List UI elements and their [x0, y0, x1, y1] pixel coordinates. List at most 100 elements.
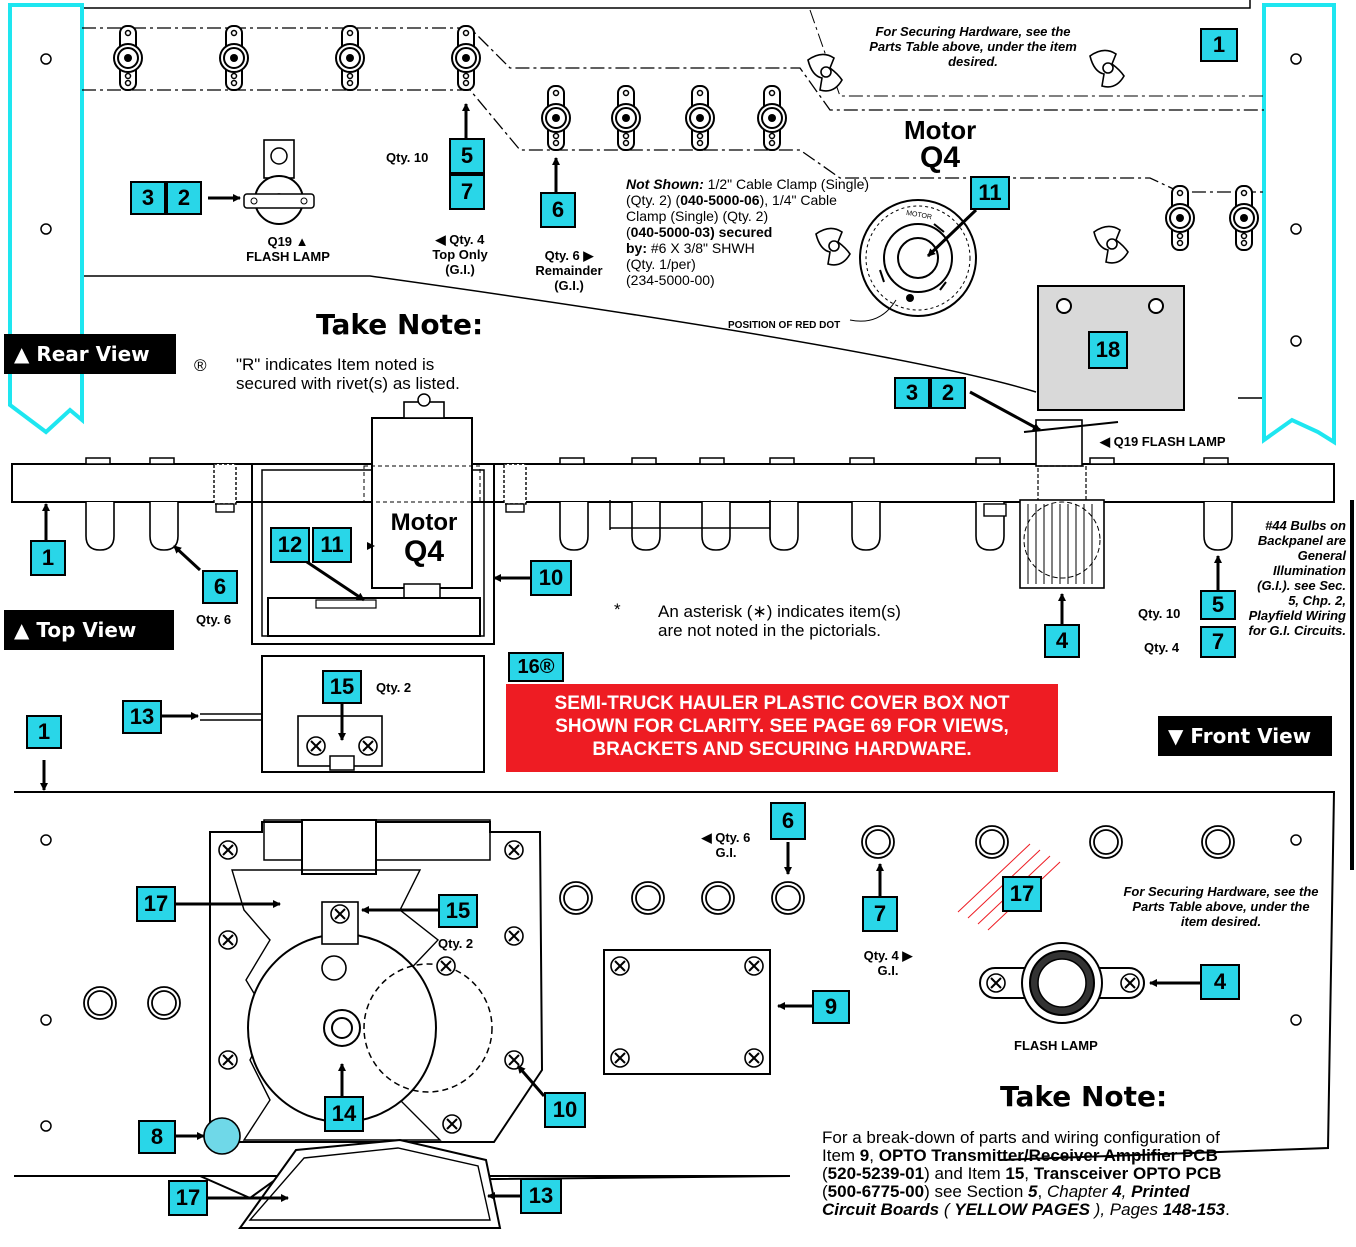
bd-2a: Item — [822, 1146, 860, 1165]
bd-2d: OPTO Transmitter/Receiver Amplifier PCB — [878, 1146, 1218, 1165]
qty6-rear-1: Qty. 6 ▶ — [544, 248, 594, 263]
motor-label-top-1: Motor — [390, 509, 458, 536]
rear-view-panel — [8, 0, 1336, 446]
front-view-label: ▼ Front View — [1158, 716, 1332, 756]
bd-4b: 500-6775-00 — [827, 1182, 925, 1201]
bd-line-2: Item 9, OPTO Transmitter/Receiver Amplif… — [822, 1147, 1342, 1165]
registered-symbol: ® — [194, 356, 207, 375]
q19-rear-label: Q19 ▲ FLASH LAMP — [230, 234, 346, 264]
qty4-front-1: Qty. 4 ▶ — [863, 948, 913, 963]
qty4-rear: ◀ Qty. 4 Top Only (G.I.) — [418, 232, 502, 277]
bulb-icon — [631, 501, 661, 551]
screw-icon — [218, 840, 238, 860]
qty6-top: Qty. 6 — [196, 612, 232, 627]
bd-4c: ) see Section — [924, 1182, 1029, 1201]
bulb-icon — [851, 501, 881, 551]
callout-1: 1 — [26, 715, 62, 749]
bulb-icon — [149, 501, 179, 551]
callout-3: 3 — [894, 377, 930, 409]
red-dot-label: POSITION OF RED DOT — [728, 320, 841, 331]
screw-icon — [610, 1048, 630, 1068]
top-view-panel — [11, 393, 1335, 773]
bd-line-4: (500-6775-00) see Section 5, Chapter 4, … — [822, 1183, 1342, 1201]
bd-5b: ( — [939, 1200, 955, 1219]
bd-4g: 4 — [1112, 1182, 1122, 1201]
socket-icon — [113, 25, 143, 91]
not-shown-5: ), 1/4" Cable — [759, 192, 837, 208]
callout-5: 5 — [449, 138, 485, 174]
bd-4a: ( — [822, 1182, 828, 1201]
qty6-rear: Qty. 6 ▶ Remainder (G.I.) — [524, 248, 614, 293]
bd-5c: YELLOW PAGES — [954, 1200, 1090, 1219]
not-shown-1: Not Shown: — [626, 176, 704, 192]
plastic-hub-icon — [1089, 49, 1125, 88]
screw-icon — [1120, 973, 1140, 993]
bulb-icon — [559, 501, 589, 551]
callout-11: 11 — [312, 527, 352, 563]
callout-18: 18 — [1088, 331, 1128, 369]
breakdown-note: For a break-down of parts and wiring con… — [822, 1129, 1342, 1219]
socket-icon — [685, 85, 715, 151]
callout-8: 8 — [138, 1120, 176, 1154]
not-shown-4: 040-5000-06 — [680, 192, 760, 208]
bd-4i: Printed — [1131, 1182, 1190, 1201]
not-shown-12: (Qty. 1/per) — [626, 256, 696, 272]
callout-13: 13 — [520, 1178, 562, 1214]
callout-2: 2 — [166, 181, 202, 215]
rear-view-label: ▲ Rear View — [4, 334, 176, 374]
warning-line-1: SEMI-TRUCK HAULER PLASTIC COVER BOX NOT — [554, 693, 1010, 714]
callout-4: 4 — [1200, 964, 1240, 1000]
q19-rear-1: Q19 ▲ — [267, 234, 309, 249]
callout-2: 2 — [930, 377, 966, 409]
bd-4f: Chapter — [1046, 1182, 1113, 1201]
warning-line-3: BRACKETS AND SECURING HARDWARE. — [592, 739, 972, 760]
bd-line-3: (520-5239-01) and Item 15, Transceiver O… — [822, 1165, 1342, 1183]
callout-12: 12 — [270, 527, 310, 563]
bd-5d: ), — [1089, 1200, 1110, 1219]
motor-label-top-2: Q4 — [403, 535, 445, 568]
socket-icon — [335, 25, 365, 91]
bd-4e: , — [1037, 1182, 1047, 1201]
qty4-rear-1: ◀ Qty. 4 — [435, 232, 485, 247]
bd-4h: , — [1121, 1182, 1132, 1201]
rivet-note-1: "R" indicates Item noted is — [236, 355, 435, 374]
not-shown-2: 1/2" Cable Clamp (Single) — [703, 176, 870, 192]
qty6-front-1: ◀ Qty. 6 — [701, 830, 751, 845]
socket-icon — [1229, 185, 1259, 251]
callout-10: 10 — [544, 1092, 586, 1128]
asterisk-note-2: are not noted in the pictorials. — [658, 621, 882, 640]
screw-icon — [436, 956, 456, 976]
bd-5e: Pages — [1109, 1200, 1163, 1219]
socket-icon — [757, 85, 787, 151]
front-view-panel — [14, 791, 1336, 1229]
securing-note-front: For Securing Hardware, see the Parts Tab… — [1123, 884, 1319, 929]
callout-14: 14 — [324, 1096, 364, 1132]
plastic-hub-icon — [1093, 225, 1129, 264]
qty6-rear-3: (G.I.) — [554, 278, 584, 293]
bd-2b: 9 — [859, 1146, 870, 1165]
bd-4d: 5 — [1028, 1182, 1038, 1201]
rivet-note: "R" indicates Item noted is secured with… — [236, 355, 460, 393]
not-shown-note: Not Shown: 1/2" Cable Clamp (Single) (Qt… — [626, 176, 916, 288]
bd-5g: . — [1225, 1200, 1230, 1219]
motor-label-top: Motor Q4 — [376, 510, 472, 568]
asterisk-mark: * — [614, 600, 621, 619]
qty4-rear-3: (G.I.) — [445, 262, 475, 277]
screw-icon — [358, 736, 378, 756]
bd-5a: Circuit Boards — [822, 1200, 940, 1219]
callout-16: 16® — [508, 652, 564, 682]
bulbs-note: #44 Bulbs on Backpanel are General Illum… — [1248, 518, 1346, 638]
not-shown-8: 040-5000-03 — [630, 224, 711, 240]
not-shown-9: ) secured — [710, 224, 773, 240]
take-note-heading-1: Take Note: — [316, 308, 484, 341]
bd-line-1: For a break-down of parts and wiring con… — [822, 1128, 1220, 1147]
not-shown-6: Clamp (Single) (Qty. 2) — [626, 208, 769, 224]
flash-lamp-front-label: FLASH LAMP — [1014, 1038, 1098, 1053]
screw-icon — [744, 956, 764, 976]
callout-9: 9 — [812, 990, 850, 1024]
qty6-rear-2: Remainder — [535, 263, 603, 278]
socket-icon — [451, 25, 481, 91]
qty10-top: Qty. 10 — [1138, 606, 1181, 621]
socket-icon — [541, 85, 571, 151]
